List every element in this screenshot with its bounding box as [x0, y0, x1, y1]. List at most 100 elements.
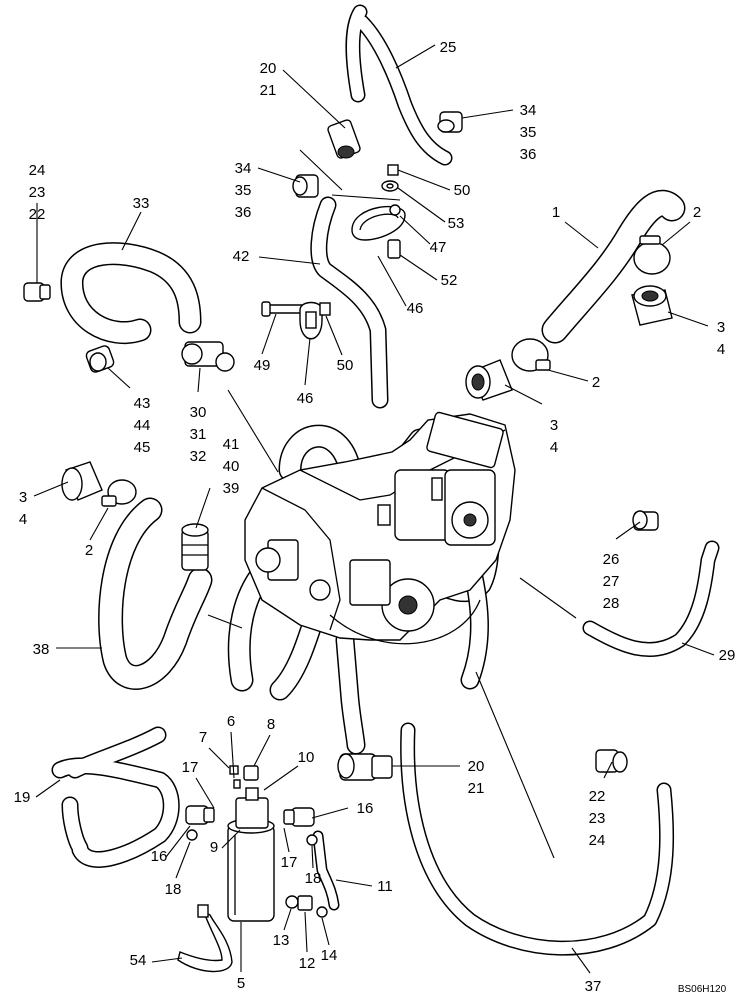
leader-line — [304, 911, 308, 953]
leader-line — [258, 256, 321, 265]
callout-number: 20 — [260, 60, 277, 77]
clip-46 — [299, 301, 323, 340]
adapter-39 — [181, 523, 209, 571]
callout-number: 13 — [273, 932, 290, 949]
leader-line — [89, 507, 109, 541]
straight-fitting-34-left — [292, 174, 319, 198]
callout-number: 50 — [337, 357, 354, 374]
callout-c53: 53 — [448, 215, 465, 232]
callout-number: 49 — [254, 357, 271, 374]
callout-number: 24 — [29, 162, 46, 179]
callout-number: 12 — [299, 955, 316, 972]
callout-number: 17 — [281, 854, 298, 871]
callout-c17a: 17 — [182, 759, 199, 776]
hose-1 — [541, 189, 686, 344]
leader-line — [667, 311, 709, 327]
swivel-nut-20-upper — [327, 119, 361, 159]
callout-c54: 54 — [130, 952, 147, 969]
callout-number: 10 — [298, 749, 315, 766]
callout-c34a: 34 — [717, 319, 725, 358]
callout-number: 14 — [321, 947, 338, 964]
callout-c34c: 34 — [19, 489, 27, 528]
hose-clamp-2-lower — [101, 479, 137, 507]
callout-number: 30 — [190, 404, 207, 421]
leader-line — [325, 315, 343, 356]
callout-number: 37 — [585, 978, 602, 995]
callout-c5: 5 — [237, 975, 245, 992]
callout-c50b: 50 — [337, 357, 354, 374]
leader-line — [195, 777, 215, 809]
callout-number: 3 — [717, 319, 725, 336]
leader-line — [461, 109, 514, 119]
leader-line — [304, 337, 311, 386]
leader-line — [504, 384, 543, 405]
callout-number: 26 — [603, 551, 620, 568]
callout-number: 43 — [134, 395, 151, 412]
callout-number: 7 — [199, 729, 207, 746]
callout-number: 18 — [165, 881, 182, 898]
leader-line — [221, 829, 241, 849]
callout-number: 29 — [719, 647, 736, 664]
leader-line — [208, 747, 230, 769]
callout-number: 24 — [589, 832, 606, 849]
callout-number: 36 — [520, 146, 537, 163]
elbow-fitting-16-left — [185, 805, 215, 825]
straight-fitting-26 — [632, 510, 659, 531]
leader-line — [227, 389, 279, 473]
leader-line — [175, 841, 191, 879]
callout-number: 35 — [235, 182, 252, 199]
callout-number: 46 — [297, 390, 314, 407]
callout-number: 25 — [440, 39, 457, 56]
hose-29 — [582, 540, 720, 658]
callout-c7: 7 — [199, 729, 207, 746]
callout-number: 27 — [603, 573, 620, 590]
leader-line — [571, 947, 591, 974]
callout-c1: 1 — [552, 204, 560, 221]
leader-line — [33, 481, 69, 497]
callout-c17b: 17 — [281, 854, 298, 871]
adapter-3-middle — [465, 359, 513, 401]
leader-line — [377, 255, 407, 307]
callout-number: 32 — [190, 448, 207, 465]
leader-line — [661, 221, 691, 246]
callout-number: 22 — [29, 206, 46, 223]
o-ring-13 — [285, 895, 299, 909]
leader-line — [107, 367, 131, 389]
callout-number: 2 — [85, 542, 93, 559]
callout-number: 8 — [267, 716, 275, 733]
callout-c6: 6 — [227, 713, 235, 730]
leader-line — [207, 614, 243, 629]
o-ring-18-left — [186, 829, 198, 841]
tee-fitting-30 — [181, 341, 235, 372]
spacer-52 — [387, 239, 401, 259]
callout-c2a: 2 — [693, 204, 701, 221]
callout-c34b: 34 — [550, 417, 558, 456]
leader-line — [331, 194, 401, 201]
callout-number: 3 — [550, 417, 558, 434]
callout-number: 16 — [151, 848, 168, 865]
leader-line — [397, 187, 446, 223]
callout-c49: 49 — [254, 357, 271, 374]
leader-line — [395, 44, 436, 69]
hose-pump-loop-5 — [335, 630, 366, 755]
callout-number: 46 — [407, 300, 424, 317]
callout-number: 17 — [182, 759, 199, 776]
callout-number: 23 — [589, 810, 606, 827]
callout-number: 4 — [550, 439, 558, 456]
callout-c46a: 46 — [407, 300, 424, 317]
straight-fitting-22 — [23, 282, 51, 302]
callout-c8: 8 — [267, 716, 275, 733]
callout-c13: 13 — [273, 932, 290, 949]
callout-number: 42 — [233, 248, 250, 265]
washer-53 — [381, 180, 399, 192]
leader-line — [283, 827, 290, 853]
callout-number: 21 — [260, 82, 277, 99]
callout-c29: 29 — [719, 647, 736, 664]
